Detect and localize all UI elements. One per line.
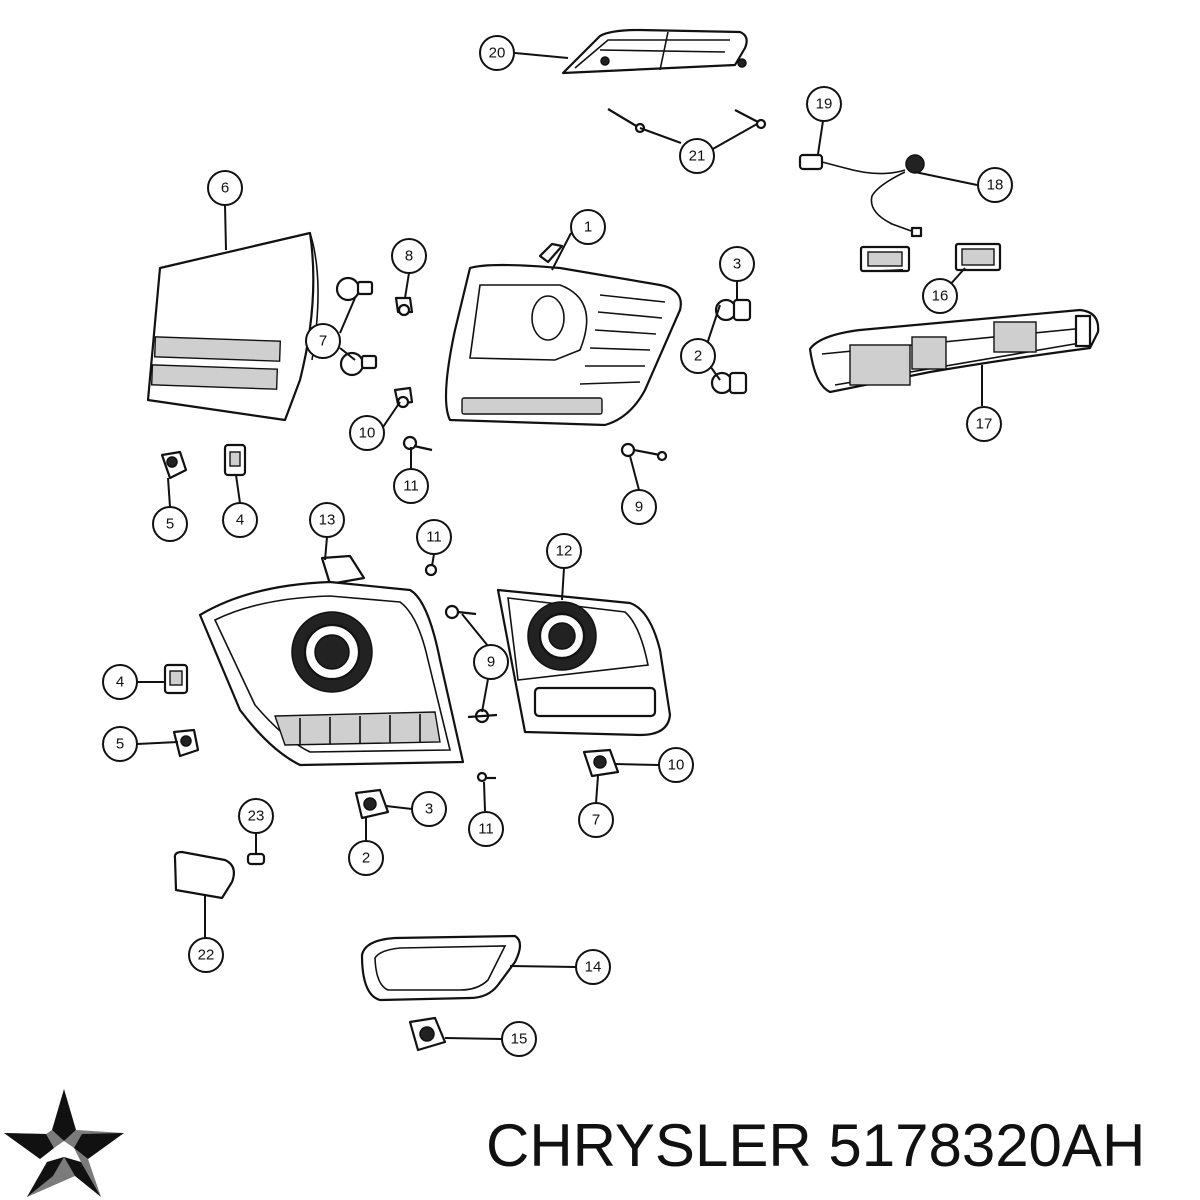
callout-10-lower: 10 [658,747,694,783]
part-socket-clip-upper [160,443,247,480]
callout-5-upper: 5 [152,506,188,542]
svg-text:4: 4 [236,512,244,529]
callout-6: 6 [207,170,243,206]
callout-19: 19 [806,86,842,122]
callout-5-lower: 5 [102,726,138,762]
callout-18: 18 [977,167,1013,203]
svg-text:13: 13 [319,512,336,529]
callout-15: 15 [501,1021,537,1057]
pentastar-icon [4,1089,124,1197]
callout-1: 1 [570,209,606,245]
svg-text:16: 16 [932,288,949,305]
svg-text:4: 4 [116,674,124,691]
callout-11-middle: 11 [416,519,452,555]
part-license-lamps [859,242,1002,273]
svg-text:7: 7 [592,812,600,829]
svg-text:15: 15 [511,1031,528,1048]
brand-caption: CHRYSLER 5178320AH [486,1106,1186,1186]
svg-text:11: 11 [426,529,442,546]
part-socket-wiring [798,153,925,238]
callout-20: 20 [479,35,515,71]
part-high-mount-stop-lamp [561,28,748,75]
part-outer-tail-lamp [444,242,682,427]
callout-12: 12 [546,533,582,569]
part-screws-21 [607,108,767,134]
part-number: 5178320AH [828,1112,1146,1179]
part-side-marker [173,850,266,900]
svg-text:2: 2 [362,850,370,867]
part-liftgate-lamp [146,231,319,422]
callout-14: 14 [575,949,611,985]
svg-text:3: 3 [733,256,741,273]
svg-text:9: 9 [635,499,643,516]
callout-10-upper: 10 [349,415,385,451]
callout-8: 8 [391,238,427,274]
callout-7-upper: 7 [305,323,341,359]
svg-text:22: 22 [198,947,215,964]
svg-text:19: 19 [816,96,833,113]
part-lower-lamp-12 [496,588,672,737]
svg-text:1: 1 [584,219,592,236]
part-bulbs-upper-left [335,276,414,409]
svg-text:11: 11 [478,821,494,838]
callout-11-lower: 11 [468,811,504,847]
svg-text:10: 10 [668,757,685,774]
svg-text:7: 7 [319,333,327,350]
part-socket-clip-lower [163,663,200,758]
svg-text:14: 14 [585,959,602,976]
callout-4-upper: 4 [222,502,258,538]
svg-text:8: 8 [405,248,413,265]
callout-2-upper: 2 [680,338,716,374]
svg-text:5: 5 [166,516,174,533]
svg-text:23: 23 [248,808,265,825]
callout-3-upper: 3 [719,246,755,282]
part-license-bracket [808,308,1100,394]
svg-text:10: 10 [359,425,376,442]
svg-text:12: 12 [556,543,573,560]
part-fasteners-upper [402,435,668,462]
svg-text:9: 9 [487,654,495,671]
brand-name: CHRYSLER [486,1112,812,1179]
callout-11-upper: 11 [393,468,429,504]
callout-22: 22 [188,937,224,973]
callout-16: 16 [922,278,958,314]
callout-2-lower: 2 [348,840,384,876]
svg-text:18: 18 [987,177,1004,194]
part-fasteners-lower [424,563,498,783]
svg-text:3: 3 [425,801,433,818]
leader-lines [136,52,983,1040]
callout-9-lower: 9 [473,644,509,680]
svg-text:2: 2 [694,348,702,365]
callout-13: 13 [309,502,345,538]
part-socket-15 [408,1016,447,1052]
callout-21: 21 [679,138,715,174]
svg-text:21: 21 [689,148,706,165]
callout-17: 17 [966,406,1002,442]
svg-text:20: 20 [489,45,506,62]
callout-3-lower: 3 [411,791,447,827]
part-sockets-upper-right [710,298,752,395]
svg-text:17: 17 [976,416,993,433]
callout-9-upper: 9 [621,489,657,525]
part-sockets-lower [354,748,620,820]
callout-4-lower: 4 [102,664,138,700]
svg-text:5: 5 [116,736,124,753]
callout-23: 23 [238,798,274,834]
part-reflector-14 [360,934,522,1002]
svg-text:6: 6 [221,180,229,197]
part-lower-lamp-13 [198,554,465,767]
svg-text:11: 11 [403,478,419,495]
callout-7-lower: 7 [578,802,614,838]
